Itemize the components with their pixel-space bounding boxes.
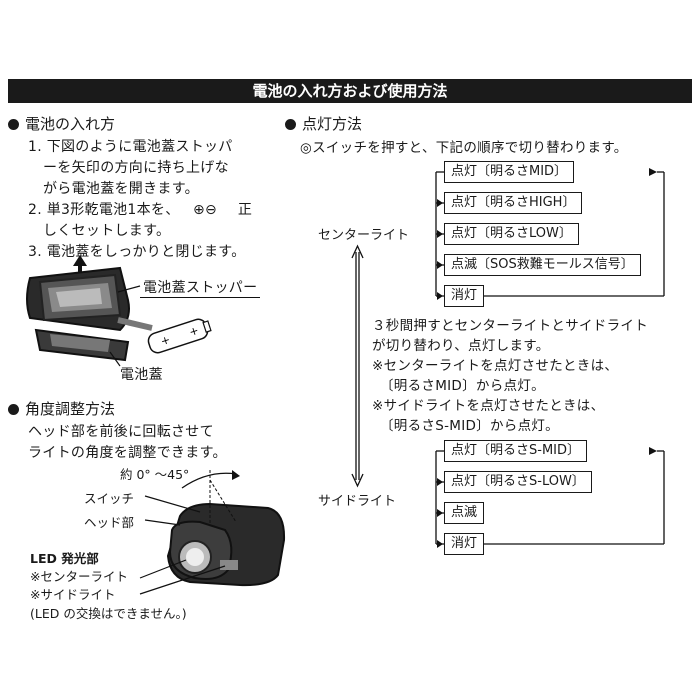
center-mode-box: 点灯〔明るさLOW〕: [444, 223, 579, 245]
battery-step-line: 2. 単3形乾電池1本を、: [28, 202, 180, 218]
battery-heading: 電池の入れ方: [8, 113, 115, 134]
plus-icon: ⊕: [193, 202, 206, 218]
svg-text:+: +: [188, 324, 201, 339]
headlamp-illustration: [139, 470, 286, 595]
led-note: (LED の交換はできません。): [30, 606, 187, 621]
battery-step-line: がら電池蓋を開きます。: [43, 181, 199, 197]
battery-step-line: ーを矢印の方向に持ち上げな: [43, 160, 229, 176]
bullet-icon: [8, 404, 19, 415]
bullet-icon: [8, 119, 19, 130]
led-title: LED 発光部: [30, 551, 99, 566]
battery-step-line: 1. 下図のように電池蓋ストッパ: [28, 139, 233, 155]
center-light-label: センターライト: [318, 228, 410, 243]
side-light-label: サイドライト: [318, 494, 397, 509]
bullet-icon: [285, 119, 296, 130]
stopper-label-line: [140, 297, 260, 298]
switch-note: 〔明るさMID〕から点灯。: [380, 378, 545, 394]
switch-note: ※サイドライトを点灯させたときは、: [372, 398, 605, 414]
angle-description: ライトの角度を調整できます。: [28, 445, 227, 461]
battery-step-line: しくセットします。: [43, 223, 171, 239]
battery-step-line: 3. 電池蓋をしっかりと閉じます。: [28, 244, 246, 260]
section-banner: 電池の入れ方および使用方法: [8, 79, 692, 103]
led-side-label: ※サイドライト: [30, 587, 116, 602]
angle-description: ヘッド部を前後に回転させて: [28, 424, 214, 440]
minus-icon: ⊖: [205, 202, 218, 218]
switch-note: ３秒間押すとセンターライトとサイドライト: [372, 318, 648, 334]
switch-note: ※センターライトを点灯させたときは、: [372, 358, 619, 374]
switch-note: が切り替わり、点灯します。: [372, 338, 550, 354]
switch-label: スイッチ: [84, 491, 135, 506]
side-mode-flow: [435, 450, 665, 545]
stopper-label: 電池蓋ストッパー: [143, 280, 258, 296]
led-center-label: ※センターライト: [30, 569, 128, 584]
side-mode-box: 消灯: [444, 533, 485, 555]
side-mode-box: 点灯〔明るさS-LOW〕: [444, 471, 592, 493]
battery-compartment-illustration: + +: [26, 255, 212, 367]
side-mode-box: 点滅: [444, 502, 485, 524]
center-mode-box: 点灯〔明るさMID〕: [444, 161, 575, 183]
lighting-intro: ◎スイッチを押すと、下記の順序で切り替わります。: [300, 140, 628, 156]
svg-text:+: +: [159, 333, 172, 348]
center-mode-box: 消灯: [444, 285, 485, 307]
angle-heading: 角度調整方法: [8, 398, 115, 419]
side-mode-box: 点灯〔明るさS-MID〕: [444, 440, 588, 462]
switch-note: 〔明るさS-MID〕から点灯。: [380, 418, 559, 434]
center-mode-box: 点滅〔SOS救難モールス信号〕: [444, 254, 641, 276]
lighting-heading: 点灯方法: [285, 113, 362, 134]
head-label: ヘッド部: [84, 515, 135, 530]
angle-range: 約 0° 〜45°: [120, 467, 190, 482]
cover-label: 電池蓋: [120, 367, 163, 383]
switch-double-arrow: [351, 244, 364, 488]
polarity-indicator: ⊕⊖ 正: [193, 202, 253, 218]
center-mode-box: 点灯〔明るさHIGH〕: [444, 192, 583, 214]
